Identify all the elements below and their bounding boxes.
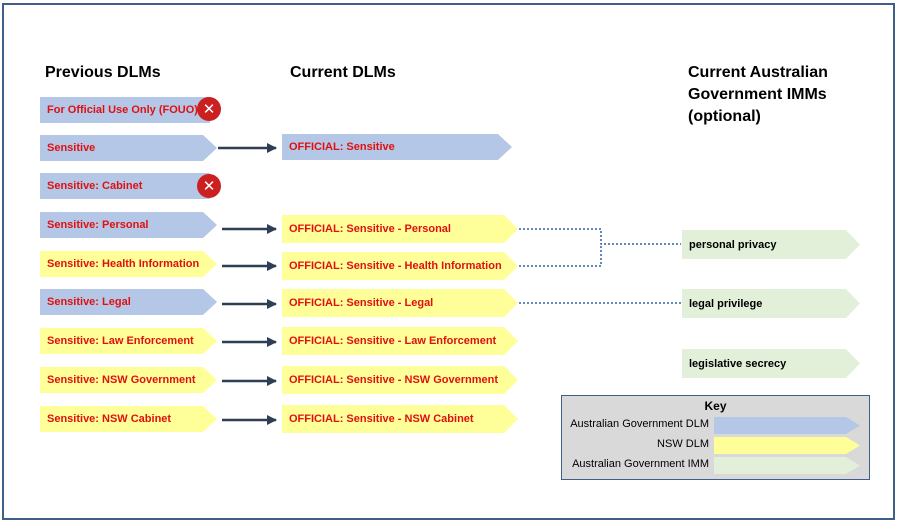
key-swatch-ag-imm: [714, 457, 860, 474]
previous-dlm-label: For Official Use Only (FOUO): [47, 104, 198, 116]
dotted-link-health: [519, 244, 602, 267]
previous-dlm-label: Sensitive: Cabinet: [47, 180, 143, 192]
close-icon: ✕: [197, 174, 221, 198]
current-dlm-law-enforcement: OFFICIAL: Sensitive - Law Enforcement: [282, 327, 518, 355]
previous-dlm-label: Sensitive: Health Information: [47, 258, 200, 270]
current-dlm-label: OFFICIAL: Sensitive - Law Enforcement: [289, 335, 497, 347]
imm-heading-line2: Government IMMs: [688, 86, 827, 103]
current-dlm-personal: OFFICIAL: Sensitive - Personal: [282, 215, 518, 243]
imm-legislative-secrecy: legislative secrecy: [682, 349, 860, 378]
previous-dlm-fouo: For Official Use Only (FOUO): [40, 97, 210, 123]
key-swatch-nsw-dlm: [714, 437, 860, 454]
previous-dlm-cabinet: Sensitive: Cabinet: [40, 173, 210, 199]
key-label-nsw-dlm: NSW DLM: [657, 438, 709, 450]
current-dlm-health: OFFICIAL: Sensitive - Health Information: [282, 252, 518, 280]
legend-key: Key Australian Government DLM NSW DLM Au…: [561, 395, 870, 480]
imm-heading: Current Australian Government IMMs (opti…: [688, 62, 828, 128]
previous-dlm-label: Sensitive: Personal: [47, 219, 149, 231]
current-dlm-label: OFFICIAL: Sensitive - Personal: [289, 223, 451, 235]
previous-dlm-sensitive: Sensitive: [40, 135, 217, 161]
previous-dlm-legal: Sensitive: Legal: [40, 289, 217, 315]
current-dlms-heading: Current DLMs: [290, 64, 396, 81]
imm-label: personal privacy: [689, 238, 777, 251]
close-icon: ✕: [197, 97, 221, 121]
previous-dlms-heading: Previous DLMs: [45, 64, 161, 81]
current-dlm-label: OFFICIAL: Sensitive - NSW Government: [289, 374, 499, 386]
current-dlm-label: OFFICIAL: Sensitive - Health Information: [289, 260, 502, 272]
previous-dlm-label: Sensitive: Legal: [47, 296, 131, 308]
previous-dlm-label: Sensitive: NSW Cabinet: [47, 413, 172, 425]
imm-heading-line3: (optional): [688, 108, 761, 125]
imm-heading-line1: Current Australian: [688, 64, 828, 81]
imm-label: legal privilege: [689, 297, 763, 310]
current-dlm-sensitive: OFFICIAL: Sensitive: [282, 134, 512, 160]
current-dlm-legal: OFFICIAL: Sensitive - Legal: [282, 289, 518, 317]
current-dlm-label: OFFICIAL: Sensitive - Legal: [289, 297, 434, 309]
previous-dlm-nsw-cabinet: Sensitive: NSW Cabinet: [40, 406, 217, 432]
previous-dlm-label: Sensitive: NSW Government: [47, 374, 196, 386]
dotted-link-personal: [519, 228, 681, 245]
current-dlm-nsw-government: OFFICIAL: Sensitive - NSW Government: [282, 366, 518, 394]
imm-legal-privilege: legal privilege: [682, 289, 860, 318]
imm-personal-privacy: personal privacy: [682, 230, 860, 259]
previous-dlm-label: Sensitive: [47, 142, 96, 154]
key-title: Key: [704, 399, 727, 413]
current-dlm-label: OFFICIAL: Sensitive - NSW Cabinet: [289, 413, 474, 425]
key-label-ag-imm: Australian Government IMM: [572, 458, 709, 470]
previous-dlm-label: Sensitive: Law Enforcement: [47, 335, 194, 347]
key-swatch-ag-dlm: [714, 417, 860, 434]
current-dlm-label: OFFICIAL: Sensitive: [289, 141, 395, 153]
previous-dlm-nsw-government: Sensitive: NSW Government: [40, 367, 217, 393]
previous-dlm-health: Sensitive: Health Information: [40, 251, 217, 277]
current-dlm-nsw-cabinet: OFFICIAL: Sensitive - NSW Cabinet: [282, 405, 518, 433]
previous-dlm-law-enforcement: Sensitive: Law Enforcement: [40, 328, 217, 354]
previous-dlm-personal: Sensitive: Personal: [40, 212, 217, 238]
imm-label: legislative secrecy: [689, 357, 787, 370]
key-label-ag-dlm: Australian Government DLM: [570, 418, 709, 430]
